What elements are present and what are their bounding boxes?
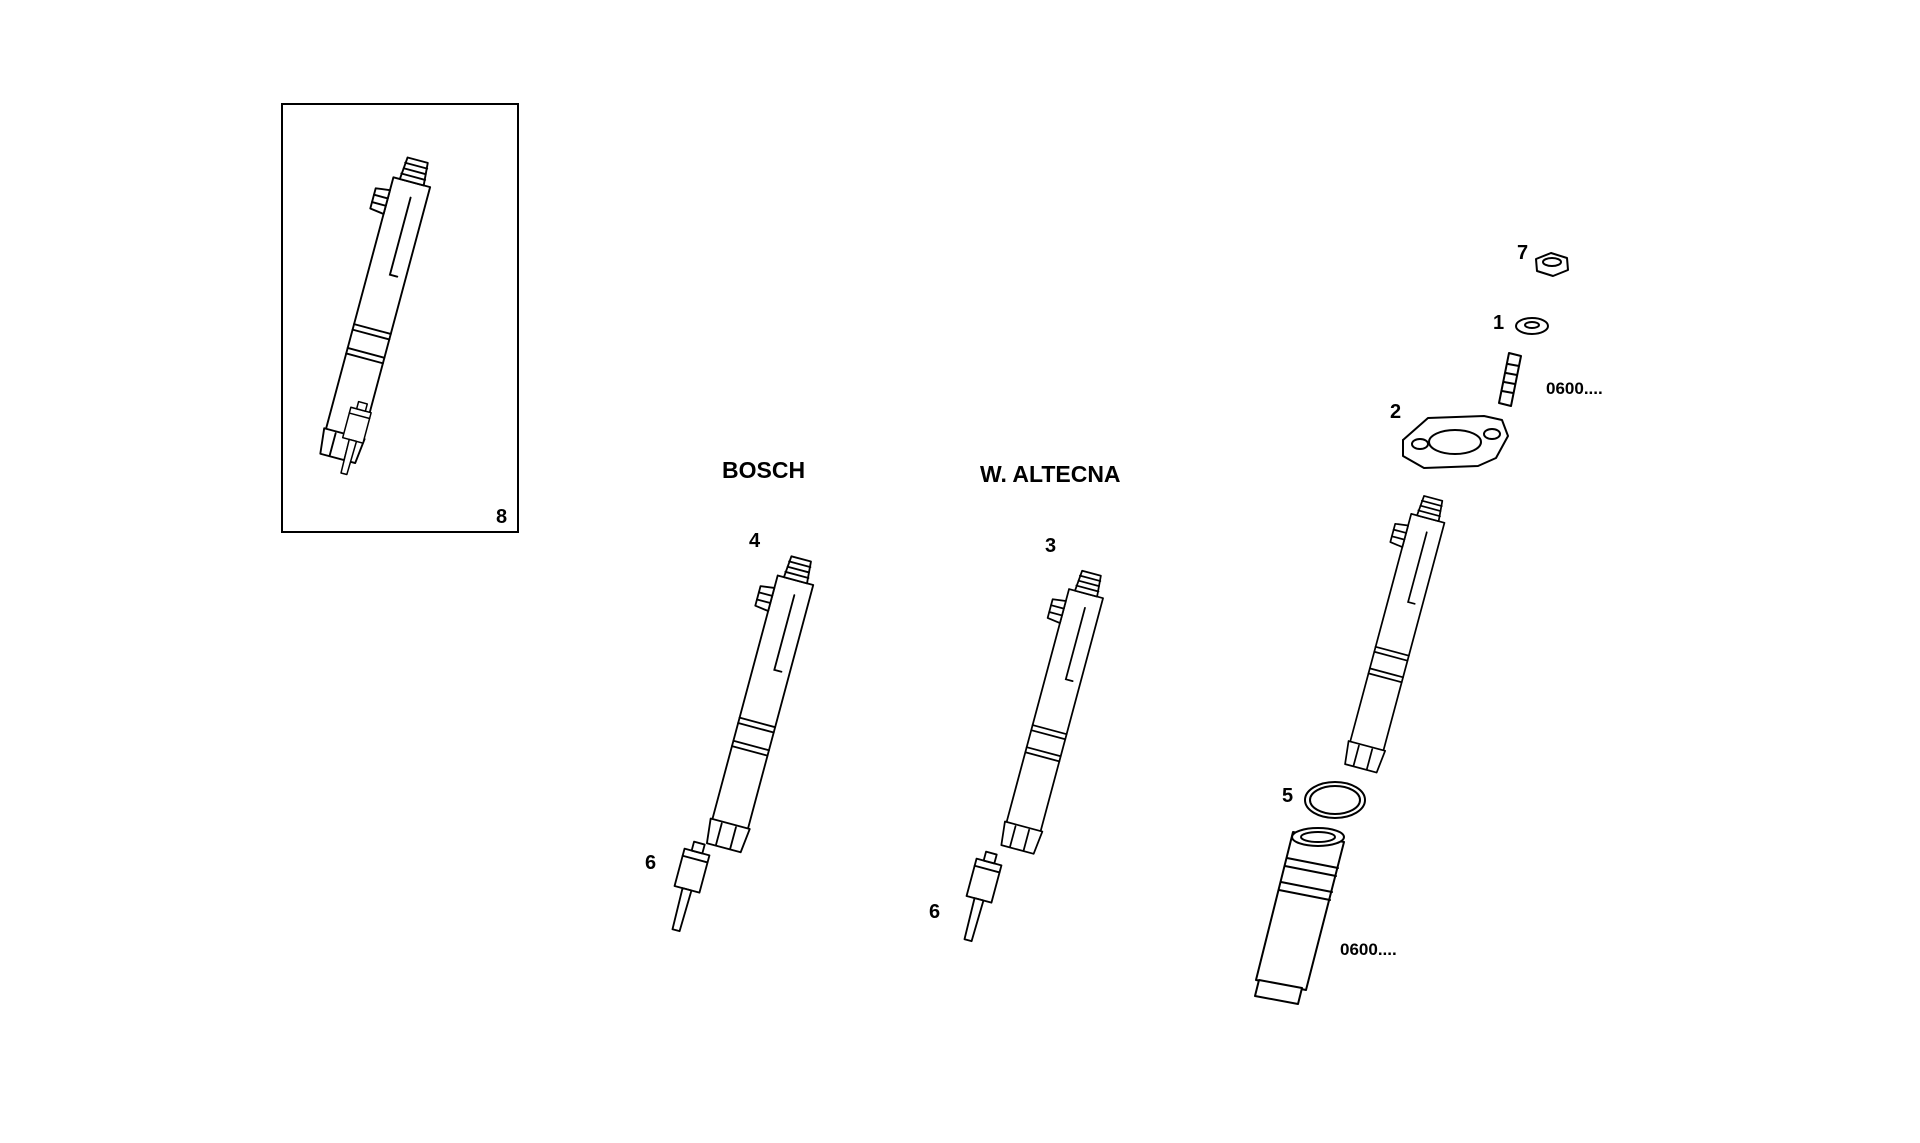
part-code-sleeve: 0600....: [1340, 940, 1397, 959]
brand-label-altecna: W. ALTECNA: [980, 461, 1121, 487]
inset-label: 8: [496, 506, 507, 528]
altecna-injector: [986, 564, 1112, 856]
callout-1: 1: [1493, 312, 1504, 334]
bosch-nozzle: [662, 838, 713, 935]
right-injector: [1330, 489, 1453, 775]
clamp-flange: [1402, 415, 1509, 469]
stud: [1498, 352, 1522, 407]
part-code-stud: 0600....: [1546, 379, 1603, 398]
callout-4: 4: [749, 530, 761, 552]
o-ring: [1304, 781, 1366, 819]
callout-7: 7: [1517, 242, 1528, 264]
washer: [1515, 317, 1549, 335]
altecna-nozzle: [954, 848, 1005, 945]
callout-5: 5: [1282, 785, 1293, 807]
injector-sleeve: [1254, 827, 1345, 1005]
callout-3: 3: [1045, 535, 1056, 557]
callout-6-altecna: 6: [929, 901, 940, 923]
mounting-hardware: 7 1 0600.... 2: [1390, 242, 1603, 469]
brand-label-bosch: BOSCH: [722, 457, 805, 483]
callout-6-bosch: 6: [645, 852, 656, 874]
callout-2: 2: [1390, 401, 1401, 423]
inset-frame: 8: [281, 103, 519, 533]
bosch-injector: [691, 549, 822, 854]
hex-nut: [1535, 252, 1569, 277]
